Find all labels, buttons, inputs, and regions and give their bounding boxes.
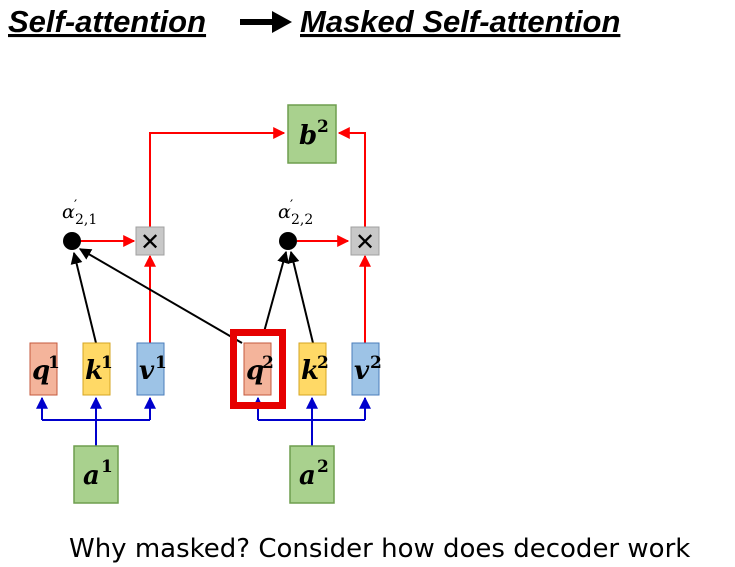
alpha21-sub: 2,1 (75, 212, 97, 228)
k2-sup: 2 (317, 353, 329, 373)
output-b2-label: b (299, 121, 317, 151)
multiply-icon: ✕ (140, 228, 160, 256)
alpha22-sub: 2,2 (291, 212, 313, 228)
alpha21-prime: ′ (74, 198, 77, 214)
v2-label: v (354, 356, 370, 386)
alpha22-prime: ′ (290, 198, 293, 214)
k2-label: k (301, 356, 319, 386)
arrow-k2-to-alpha22 (287, 250, 314, 344)
vector-q1: q 1 (29, 342, 60, 396)
alpha21-dot (63, 232, 81, 250)
vector-v1: v 1 (136, 342, 167, 396)
vector-k2: k 2 (298, 342, 329, 396)
a2-label: a (299, 461, 316, 491)
output-b2-sup: 2 (317, 117, 329, 137)
title-arrow-icon (240, 11, 292, 33)
black-arrows (70, 248, 314, 344)
blue-arrows (36, 396, 371, 446)
q2-label: q (246, 356, 264, 386)
a1-sup: 1 (101, 457, 113, 477)
a1-label: a (83, 461, 100, 491)
k1-label: k (85, 356, 103, 386)
a2-sup: 2 (317, 457, 329, 477)
q1-label: q (32, 356, 50, 386)
title-masked-self-attention: Masked Self-attention (300, 4, 620, 39)
arrow-multiply1-to-b2 (149, 127, 286, 227)
multiply-box-2: ✕ (350, 226, 380, 256)
caption: Why masked? Consider how does decoder wo… (69, 534, 690, 564)
vector-v2: v 2 (351, 342, 382, 396)
vector-q2: q 2 (230, 329, 286, 409)
arrow-q2-to-alpha22 (263, 250, 289, 333)
k1-sup: 1 (101, 353, 113, 373)
arrow-k1-to-alpha21 (70, 251, 97, 344)
multiply-icon: ✕ (355, 228, 375, 256)
q2-highlight-frame (230, 329, 286, 409)
slide-title: Self-attention Masked Self-attention (8, 4, 620, 39)
v1-sup: 1 (155, 353, 167, 373)
alpha21-base: α (62, 201, 75, 223)
v2-sup: 2 (370, 353, 382, 373)
output-b2-box: b 2 (287, 104, 337, 164)
input-a1-box: a 1 (73, 445, 119, 504)
red-arrows (81, 127, 371, 343)
title-self-attention: Self-attention (8, 4, 206, 39)
multiply-box-1: ✕ (135, 226, 165, 256)
attention-score-alpha21: α ′ 2,1 (62, 198, 97, 250)
v1-label: v (139, 356, 155, 386)
q1-sup: 1 (48, 353, 60, 373)
input-a2-box: a 2 (289, 445, 335, 504)
arrow-q2-to-alpha21 (78, 248, 243, 344)
alpha22-base: α (278, 201, 291, 223)
vector-k1: k 1 (82, 342, 113, 396)
q2-sup: 2 (262, 353, 274, 373)
arrow-multiply2-to-b2 (337, 127, 366, 227)
attention-score-alpha22: α ′ 2,2 (278, 198, 313, 250)
alpha22-dot (279, 232, 297, 250)
